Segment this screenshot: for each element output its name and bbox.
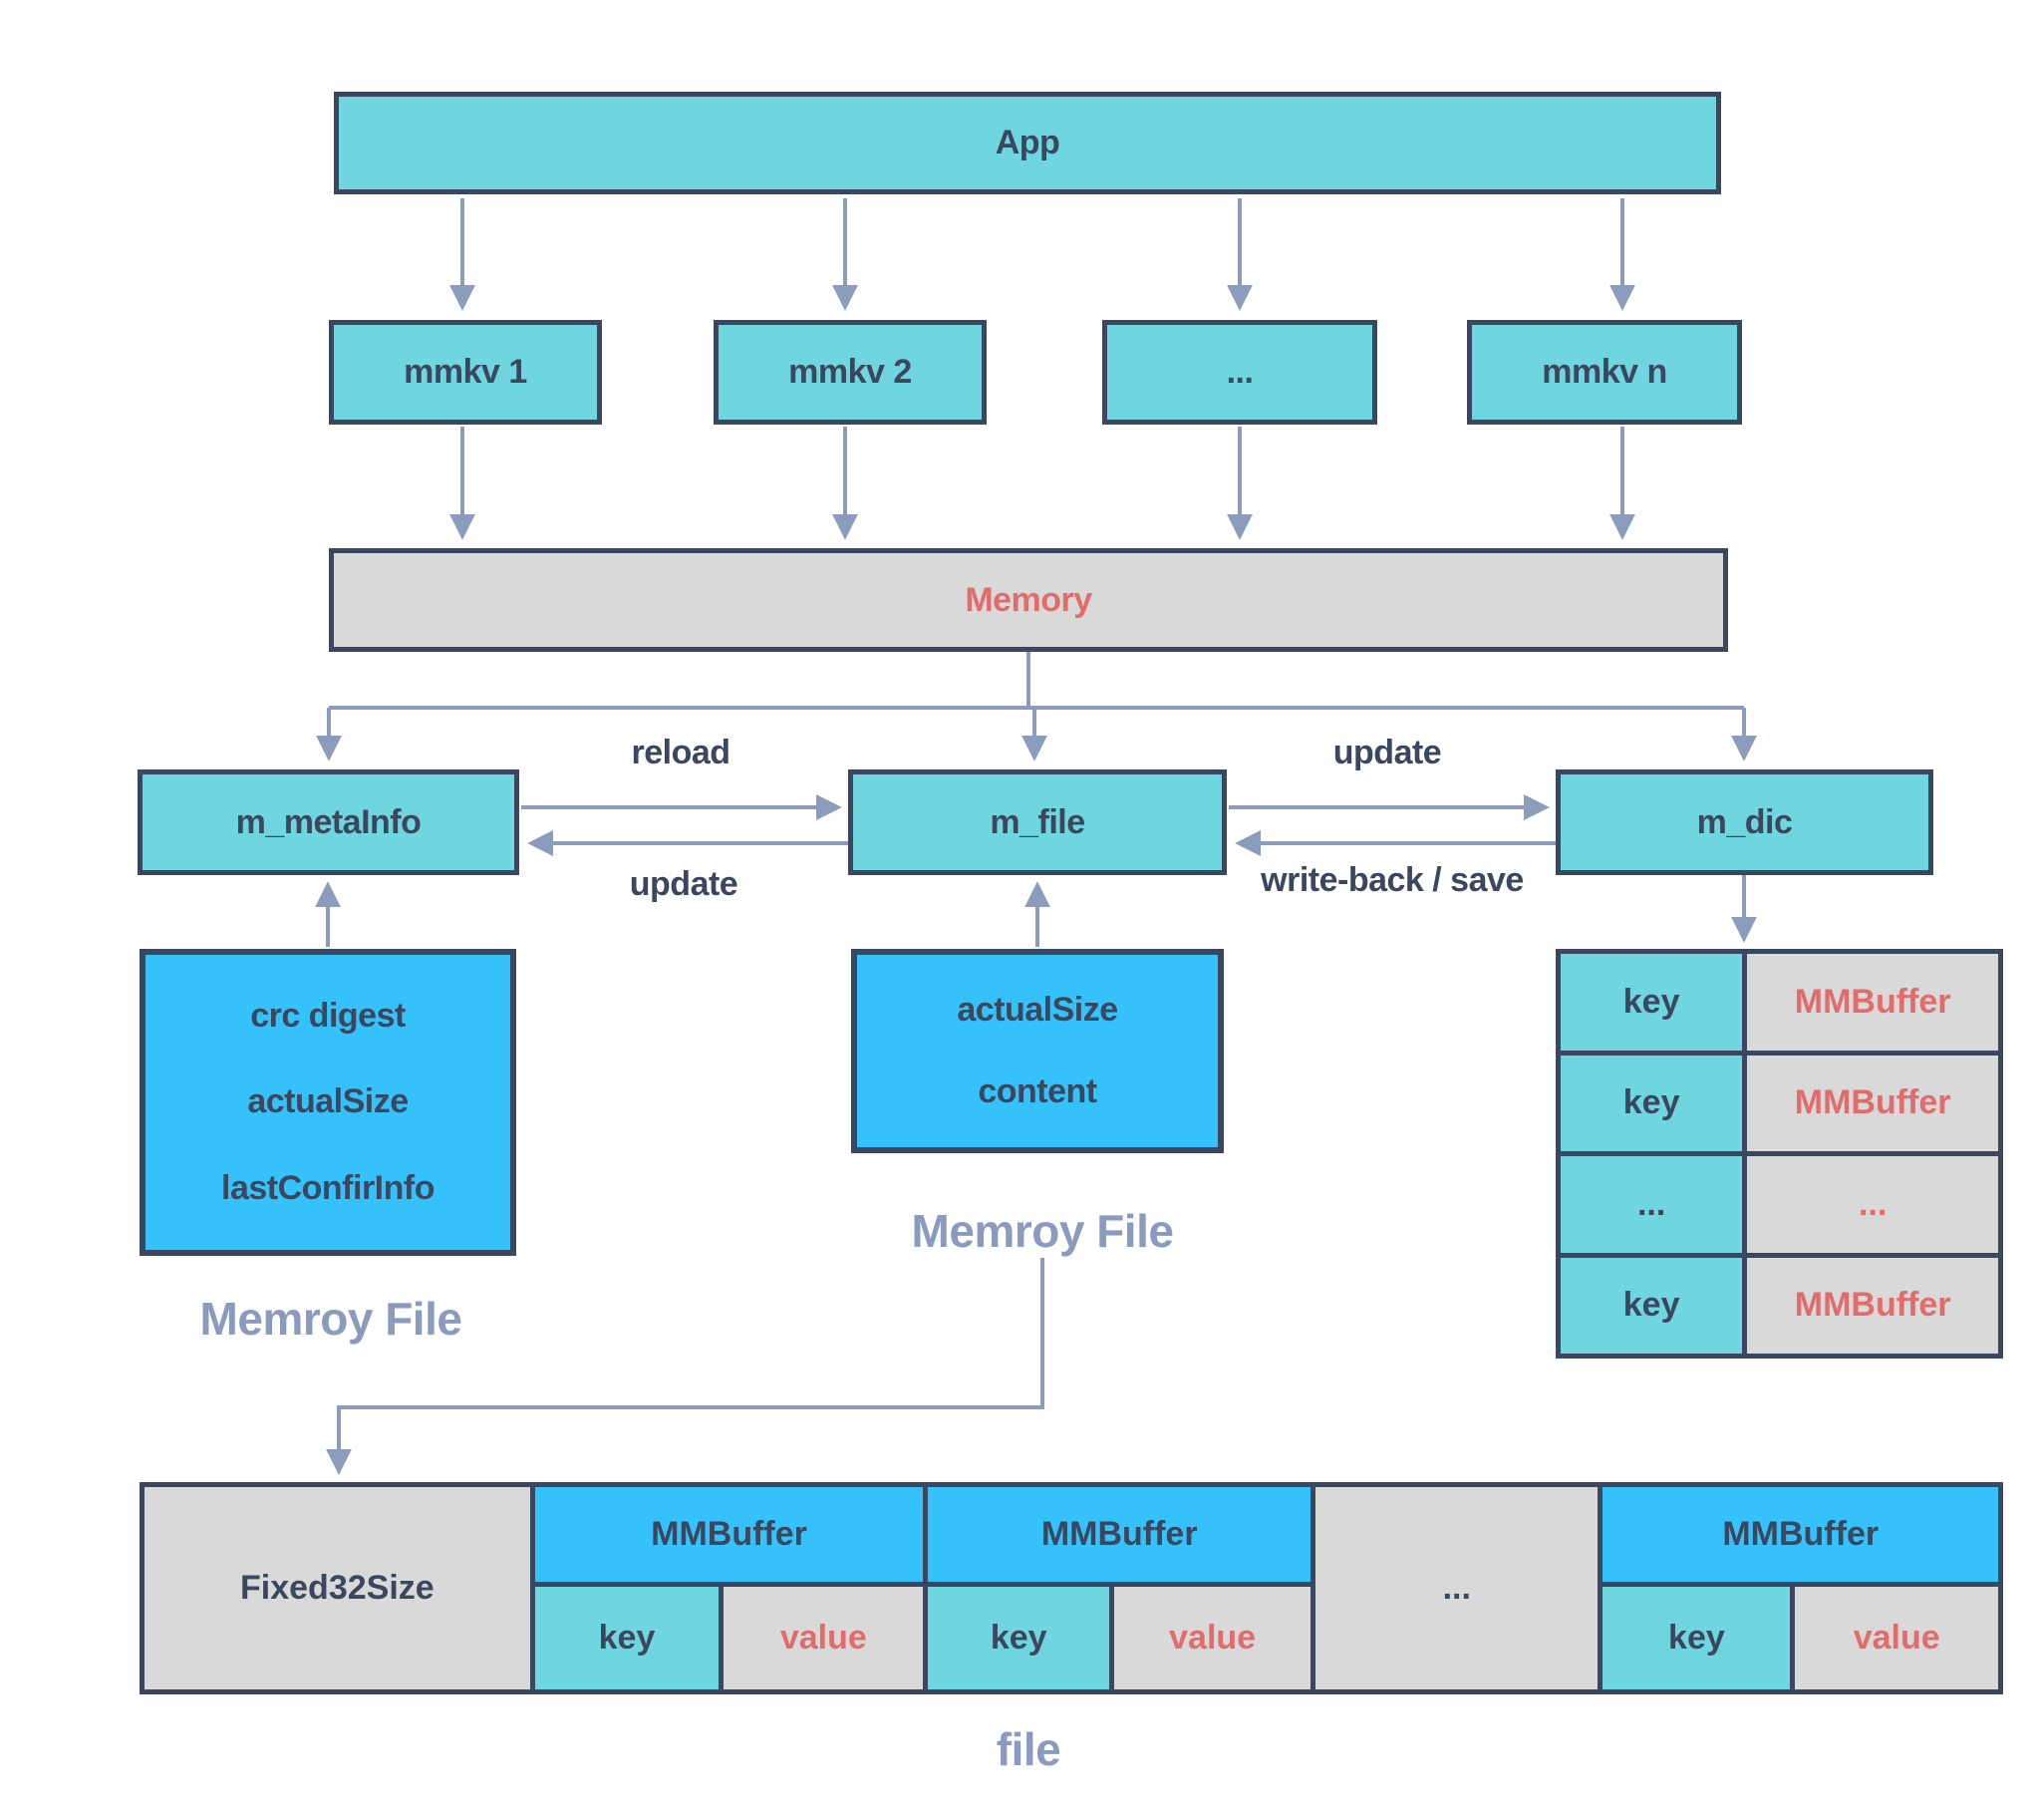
bar-key-cell: key xyxy=(1602,1587,1791,1689)
mmbuffer-header: MMBuffer xyxy=(534,1487,924,1583)
mmbuffer-group: MMBuffer key value xyxy=(1602,1487,1998,1689)
memroy-file-label-left: Memroy File xyxy=(199,1293,462,1345)
m-metainfo-box: m_metaInfo xyxy=(138,769,519,875)
bar-value-cell: value xyxy=(724,1587,924,1689)
meta-lastconfirinfo: lastConfirInfo xyxy=(221,1169,435,1208)
meta-info-struct-box: crc digest actualSize lastConfirInfo xyxy=(140,949,516,1256)
m-file-box: m_file xyxy=(848,769,1227,875)
m-dic-label: m_dic xyxy=(1696,802,1793,841)
bar-value-cell: value xyxy=(1114,1587,1311,1689)
dic-value-cell: MMBuffer xyxy=(1747,954,1998,1051)
dic-key-cell: ... xyxy=(1561,1156,1743,1253)
mmbuffer-group: MMBuffer key value xyxy=(534,1487,924,1689)
app-label: App xyxy=(995,124,1060,161)
mmbuffer-header: MMBuffer xyxy=(1602,1487,1998,1583)
mmkv-ellipsis-box: ... xyxy=(1102,320,1377,425)
mmkv-2-box: mmkv 2 xyxy=(714,320,987,425)
file-actualsize: actualSize xyxy=(957,990,1118,1029)
memory-label: Memory xyxy=(965,580,1092,619)
file-label: file xyxy=(996,1723,1061,1775)
mmkv-n-box: mmkv n xyxy=(1467,320,1742,425)
mmbuffer-header: MMBuffer xyxy=(928,1487,1311,1583)
meta-crc-digest: crc digest xyxy=(250,996,406,1035)
m-file-label: m_file xyxy=(990,802,1085,841)
bar-ellipsis-cell: ... xyxy=(1315,1487,1599,1689)
dic-value-cell: MMBuffer xyxy=(1747,1055,1998,1151)
dic-key-cell: key xyxy=(1561,1257,1743,1354)
edge-label-writeback: write-back / save xyxy=(1261,861,1524,899)
fixed32size-cell: Fixed32Size xyxy=(145,1487,530,1689)
mmkv-1-label: mmkv 1 xyxy=(404,353,527,391)
mmkv-2-label: mmkv 2 xyxy=(788,353,912,391)
file-layout-bar: Fixed32Size MMBuffer key value MMBuffer … xyxy=(140,1482,2003,1694)
m-dic-box: m_dic xyxy=(1556,769,1933,875)
dic-value-cell: ... xyxy=(1747,1156,1998,1253)
mmkv-1-box: mmkv 1 xyxy=(329,320,602,425)
app-box: App xyxy=(334,92,1721,194)
edge-label-reload: reload xyxy=(631,734,730,771)
edge-label-update-left: update xyxy=(629,865,738,903)
dic-table: key MMBuffer key MMBuffer ... ... key MM… xyxy=(1556,949,2003,1359)
mmkv-n-label: mmkv n xyxy=(1542,353,1667,391)
dic-key-cell: key xyxy=(1561,1055,1743,1151)
bar-key-cell: key xyxy=(928,1587,1110,1689)
edge-label-update-right: update xyxy=(1332,734,1442,771)
dic-value-cell: MMBuffer xyxy=(1747,1257,1998,1354)
table-row: key MMBuffer xyxy=(1561,954,1998,1051)
meta-actualsize: actualSize xyxy=(247,1082,409,1121)
mmkv-ellipsis-label: ... xyxy=(1226,353,1254,391)
memory-box: Memory xyxy=(329,548,1728,652)
m-metainfo-label: m_metaInfo xyxy=(235,802,422,841)
bar-value-cell: value xyxy=(1795,1587,1998,1689)
table-row: key MMBuffer xyxy=(1561,1257,1998,1354)
table-row: ... ... xyxy=(1561,1156,1998,1253)
table-row: key MMBuffer xyxy=(1561,1055,1998,1151)
mmbuffer-group: MMBuffer key value xyxy=(928,1487,1311,1689)
file-content: content xyxy=(978,1072,1097,1111)
memroy-file-label-middle: Memroy File xyxy=(911,1205,1174,1257)
dic-key-cell: key xyxy=(1561,954,1743,1051)
bar-key-cell: key xyxy=(534,1587,720,1689)
file-struct-box: actualSize content xyxy=(851,949,1224,1153)
